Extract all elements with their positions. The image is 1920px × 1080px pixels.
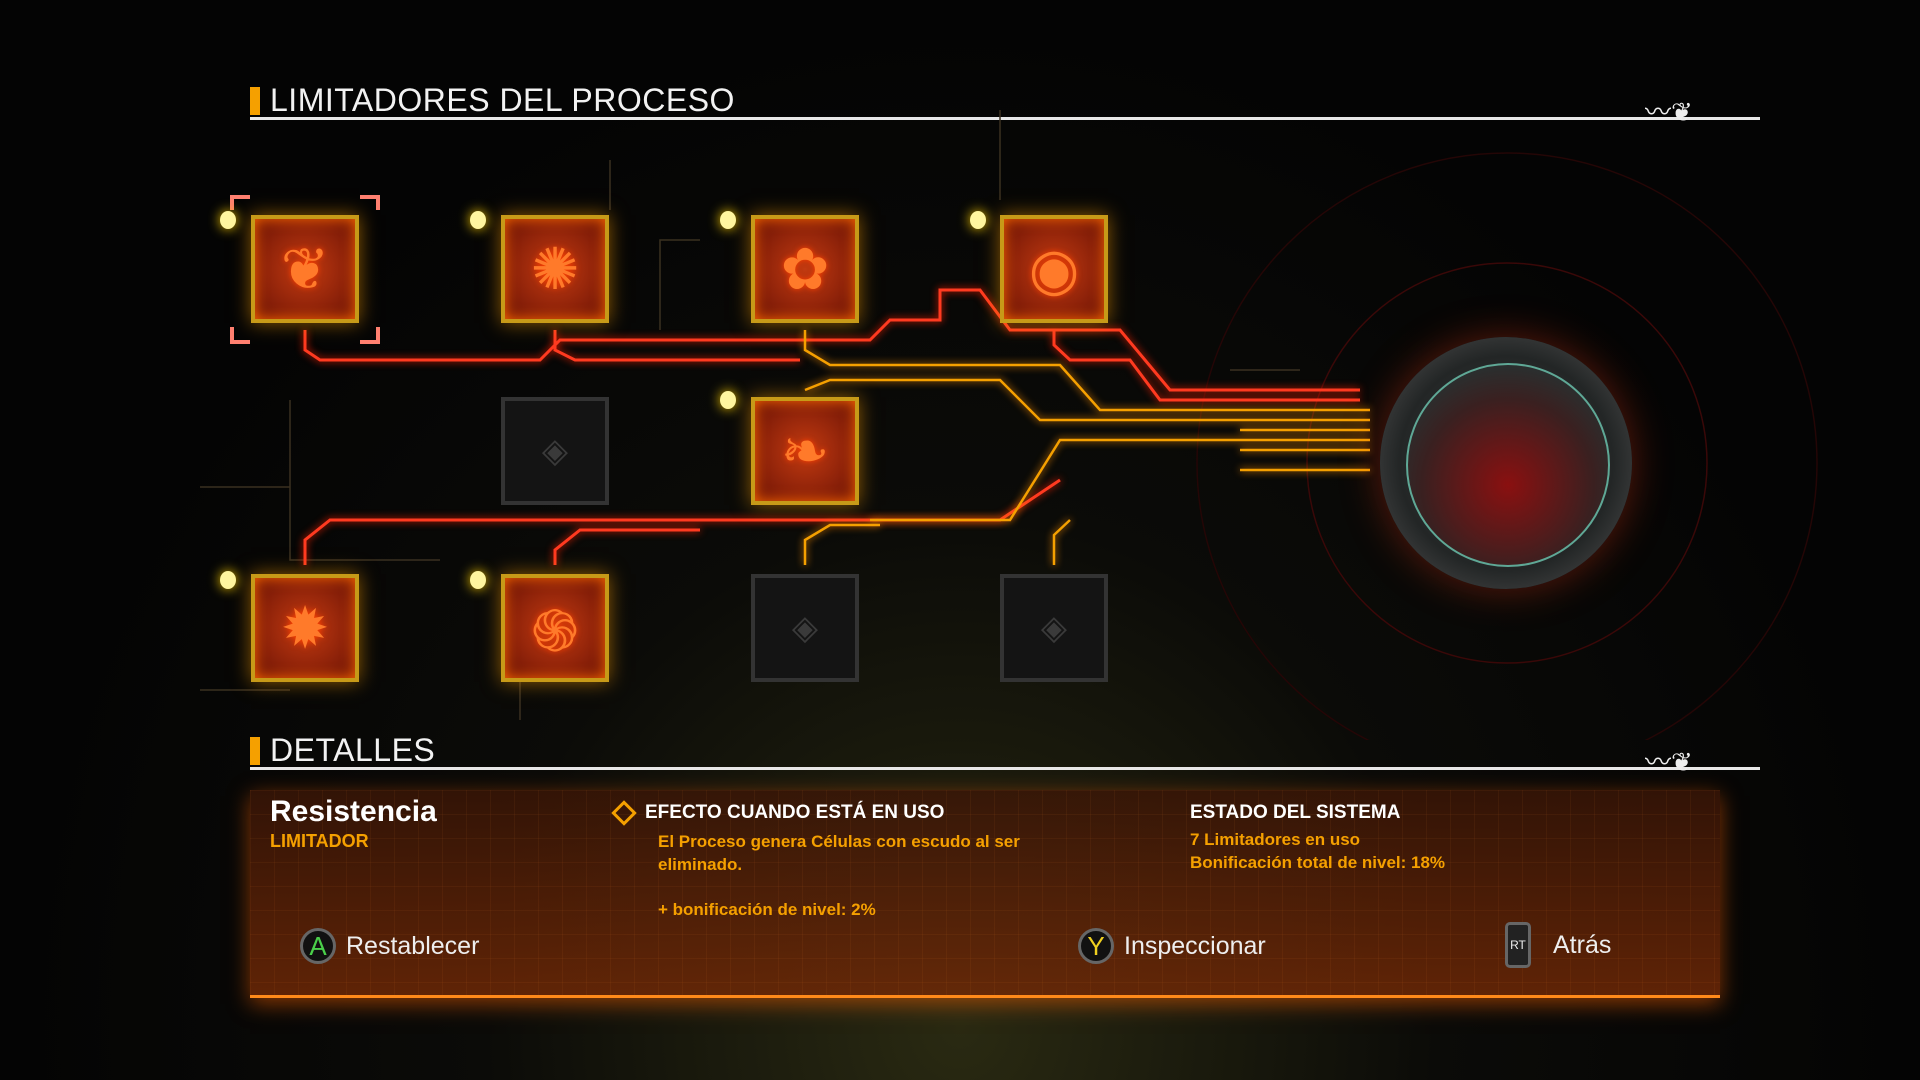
inspect-button[interactable]: Y Inspeccionar (1078, 928, 1266, 964)
equipped-indicator (470, 571, 486, 589)
ornament-icon: 〰❦ (1645, 747, 1693, 777)
ornament-icon: 〰❦ (1645, 97, 1693, 127)
y-button-icon: Y (1078, 928, 1114, 964)
limiter-name: Resistencia (270, 795, 437, 828)
process-core (1380, 337, 1632, 589)
equipped-indicator (720, 211, 736, 229)
limiter-type: LIMITADOR (270, 831, 369, 851)
details-divider (250, 767, 1760, 770)
creature-icon: ✺ (530, 237, 580, 302)
effect-bonus: + bonificación de nivel: 2% (658, 900, 876, 919)
limiter-node-7[interactable]: ✹ (251, 574, 359, 682)
page-title-text: LIMITADORES DEL PROCESO (270, 82, 735, 118)
limiter-node-3[interactable]: ✿ (751, 215, 859, 323)
title-divider (250, 117, 1760, 120)
back-label: Atrás (1553, 930, 1612, 959)
limiter-node-10-locked[interactable]: ◈ (1000, 574, 1108, 682)
limiter-node-2[interactable]: ✺ (501, 215, 609, 323)
reset-label: Restablecer (346, 931, 480, 960)
back-button[interactable]: RT Atrás (1505, 922, 1611, 968)
chip-icon: ◈ (1040, 609, 1068, 647)
details-title: DETALLES (250, 732, 435, 769)
limiter-node-4[interactable]: ◉ (1000, 215, 1108, 323)
title-accent (250, 736, 260, 765)
limiter-node-5-locked[interactable]: ◈ (501, 397, 609, 505)
eye-icon: ◉ (1028, 237, 1080, 302)
city-emblem-icon (1406, 363, 1610, 567)
equipped-indicator (720, 391, 736, 409)
equipped-indicator (220, 571, 236, 589)
bird-icon: ❧ (780, 419, 830, 484)
diamond-icon (611, 800, 637, 826)
equipped-indicator (470, 211, 486, 229)
beast-icon: ✹ (280, 596, 330, 661)
spiral-icon: ֍ (531, 598, 579, 664)
effect-heading: EFECTO CUANDO ESTÁ EN USO (645, 802, 945, 823)
leaf-icon: ❦ (280, 237, 330, 302)
inspect-label: Inspeccionar (1124, 931, 1266, 960)
rt-button-icon: RT (1505, 922, 1531, 968)
status-in-use: 7 Limitadores en uso (1190, 830, 1361, 849)
equipped-indicator (220, 211, 236, 229)
details-title-text: DETALLES (270, 732, 436, 768)
status-bonus: Bonificación total de nivel: 18% (1190, 853, 1446, 872)
selection-brackets (230, 195, 380, 344)
limiter-node-6[interactable]: ❧ (751, 397, 859, 505)
a-button-icon: A (300, 928, 336, 964)
limiter-node-9-locked[interactable]: ◈ (751, 574, 859, 682)
title-accent (250, 86, 260, 115)
circuit-traces (200, 110, 1818, 740)
reset-button[interactable]: A Restablecer (300, 928, 479, 964)
details-panel: Resistencia LIMITADOR EFECTO CUANDO ESTÁ… (250, 790, 1720, 998)
limiter-node-8[interactable]: ֍ (501, 574, 609, 682)
effect-text: El Proceso genera Células con escudo al … (658, 832, 1020, 874)
chip-icon: ◈ (541, 432, 569, 470)
pattern-icon: ✿ (780, 237, 830, 302)
equipped-indicator (970, 211, 986, 229)
status-heading: ESTADO DEL SISTEMA (1190, 802, 1401, 823)
page-title: LIMITADORES DEL PROCESO (250, 82, 735, 119)
chip-icon: ◈ (791, 609, 819, 647)
limiter-node-1[interactable]: ❦ (251, 215, 359, 323)
